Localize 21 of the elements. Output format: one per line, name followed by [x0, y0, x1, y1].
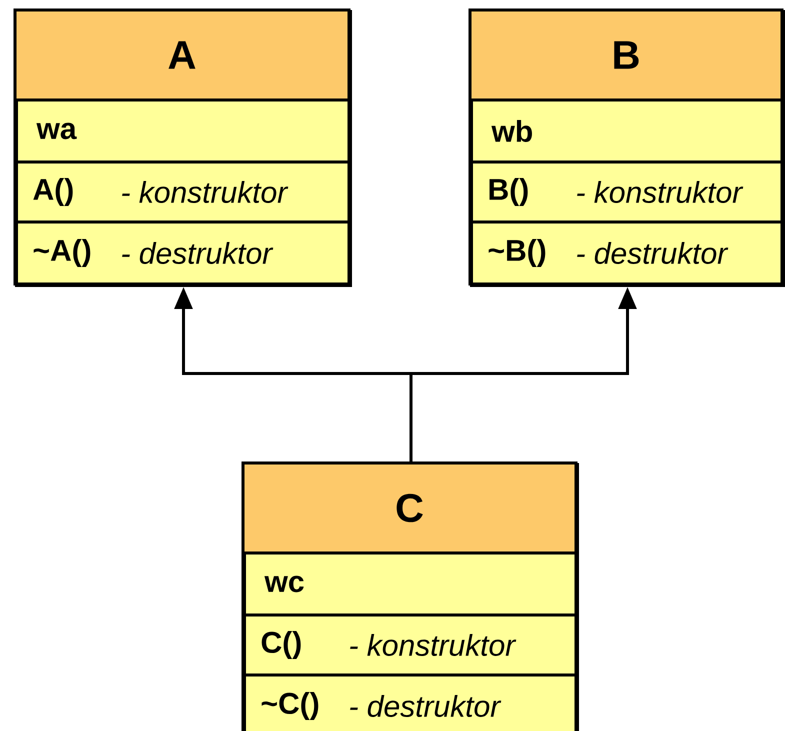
class-name: C — [396, 494, 423, 522]
method-comment: - konstruktor — [577, 180, 744, 204]
method-name: A() — [33, 178, 73, 206]
method-comment: - konstruktor — [350, 634, 516, 656]
method-name: ~A() — [34, 239, 90, 267]
method-name: ~B() — [488, 239, 546, 267]
class-name: B — [614, 41, 639, 69]
method-name: ~C() — [262, 692, 318, 720]
method-comment: - destruktor — [122, 242, 274, 264]
method-comment: - konstruktor — [122, 180, 288, 204]
method-comment: - destruktor — [350, 694, 502, 718]
attribute-text: wa — [36, 122, 77, 140]
method-name: C() — [262, 631, 301, 659]
class-name: A — [168, 41, 196, 69]
class-box — [242, 462, 579, 731]
method-comment: - destruktor — [577, 242, 728, 264]
class-box — [14, 8, 352, 287]
class-box — [468, 8, 785, 287]
attribute-text: wb — [491, 120, 532, 142]
attribute-text: wc — [264, 576, 304, 592]
method-name: B() — [490, 178, 528, 206]
